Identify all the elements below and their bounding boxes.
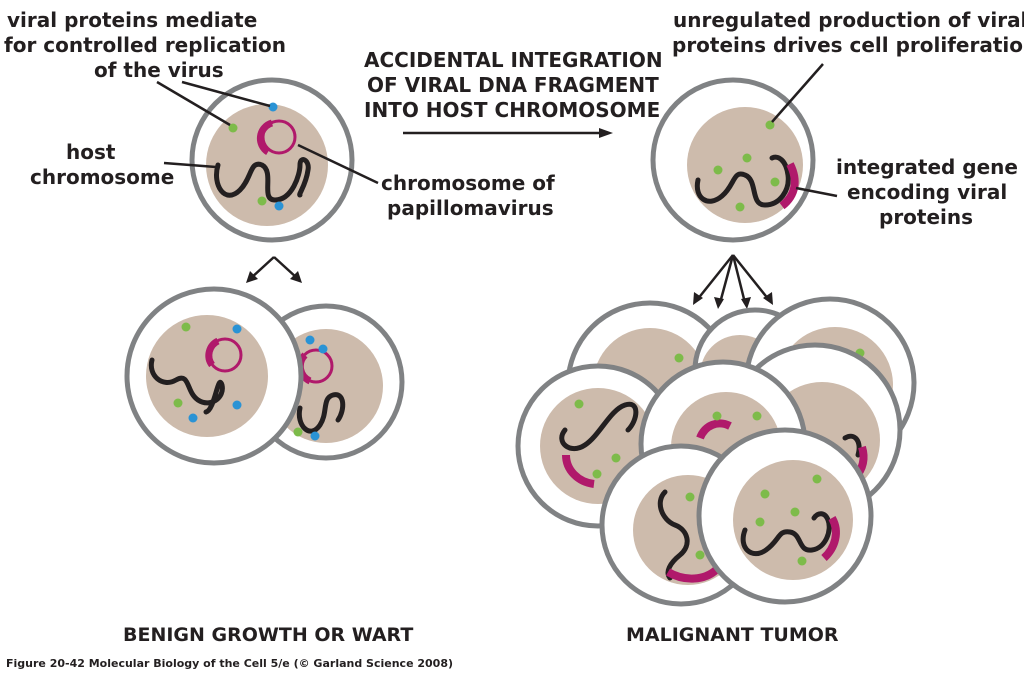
proliferation-arrow-4 bbox=[732, 254, 770, 301]
viral-protein-green bbox=[752, 411, 762, 421]
papilloma-chromosome-label-line2: papillomavirus bbox=[387, 196, 554, 220]
proliferation-arrow-3-head bbox=[741, 297, 751, 309]
tumor-chromosome bbox=[842, 433, 862, 458]
tumor-chromosome bbox=[559, 401, 639, 452]
viral-protein-green bbox=[713, 165, 723, 175]
viral-proteins-label-line2: for controlled replication bbox=[4, 33, 286, 57]
integration-label-line3: INTO HOST CHROMOSOME bbox=[364, 98, 660, 122]
viral-protein-green bbox=[755, 517, 765, 527]
proliferation-arrow-4-head bbox=[763, 292, 773, 305]
viral-protein-blue bbox=[274, 201, 284, 211]
leader-host-chromosome bbox=[163, 161, 217, 169]
integrated-viral-gene bbox=[562, 454, 595, 488]
viral-protein-green bbox=[735, 202, 745, 212]
viral-protein-blue bbox=[268, 102, 278, 112]
viral-protein-green bbox=[228, 123, 238, 133]
benign-growth-caption: BENIGN GROWTH OR WART bbox=[123, 624, 413, 646]
leader-papilloma-chromosome bbox=[297, 143, 379, 185]
tumor-chromosome bbox=[740, 511, 832, 557]
viral-protein-green bbox=[592, 469, 602, 479]
viral-protein-green bbox=[770, 177, 780, 187]
viral-protein-green bbox=[712, 411, 722, 421]
integrated-viral-gene bbox=[696, 419, 732, 440]
viral-protein-green bbox=[611, 453, 621, 463]
benign-division-arrows bbox=[246, 256, 302, 283]
benign-front-chromosome bbox=[148, 357, 225, 415]
viral-protein-green bbox=[674, 353, 684, 363]
division-arrow-left-head bbox=[246, 271, 258, 283]
viral-protein-green bbox=[293, 427, 303, 437]
viral-protein-green bbox=[812, 474, 822, 484]
proliferation-arrow-2 bbox=[718, 254, 735, 304]
proliferation-arrow-3 bbox=[731, 254, 747, 304]
malignant-proliferation-arrows bbox=[693, 254, 773, 309]
leader-viral-proteins-a bbox=[156, 80, 231, 127]
division-arrow-right-head bbox=[290, 271, 302, 283]
proliferation-arrow-2-head bbox=[714, 297, 724, 309]
division-arrow-left bbox=[250, 256, 275, 279]
infected-cell bbox=[189, 77, 355, 243]
division-arrow-right bbox=[273, 256, 298, 279]
tumor-chromosome bbox=[657, 489, 690, 581]
transformed-cell-nucleus bbox=[687, 107, 803, 223]
host-chromosome-strand bbox=[214, 157, 311, 203]
proliferation-arrow-1-head bbox=[693, 292, 703, 305]
viral-protein-green bbox=[173, 398, 183, 408]
integration-arrow-head bbox=[599, 128, 613, 138]
papilloma-chromosome-label-line1: chromosome of bbox=[381, 171, 555, 195]
viral-protein-blue bbox=[232, 400, 242, 410]
integrated-viral-gene bbox=[779, 162, 799, 210]
benign-back-chromosome bbox=[296, 392, 346, 434]
integrated-viral-gene bbox=[821, 516, 840, 561]
viral-protein-green bbox=[257, 196, 267, 206]
viral-protein-blue bbox=[305, 335, 315, 345]
viral-protein-green bbox=[765, 120, 775, 130]
host-chromosome-label-line1: host bbox=[66, 140, 116, 164]
integrated-gene-label-line1: integrated gene bbox=[836, 155, 1018, 179]
viral-protein-blue bbox=[310, 431, 320, 441]
integrated-viral-gene bbox=[665, 566, 719, 583]
viral-protein-green bbox=[685, 492, 695, 502]
malignant-tumor-caption: MALIGNANT TUMOR bbox=[626, 624, 839, 646]
viral-protein-green bbox=[760, 489, 770, 499]
viral-proteins-label-line1: viral proteins mediate bbox=[7, 8, 257, 32]
leader-integrated-gene bbox=[795, 186, 838, 198]
viral-protein-green bbox=[797, 556, 807, 566]
viral-protein-blue bbox=[318, 344, 328, 354]
papillomavirus-chromosome-segment bbox=[256, 119, 274, 155]
viral-proteins-label-line3: of the virus bbox=[94, 58, 224, 82]
integration-label-line2: OF VIRAL DNA FRAGMENT bbox=[367, 73, 659, 97]
transformed-host-chromosome bbox=[694, 154, 791, 208]
leader-unregulated bbox=[771, 63, 824, 123]
viral-protein-green bbox=[574, 399, 584, 409]
figure-caption: Figure 20-42 Molecular Biology of the Ce… bbox=[6, 657, 453, 670]
viral-protein-green bbox=[181, 322, 191, 332]
leader-viral-proteins-b bbox=[181, 80, 271, 108]
proliferation-arrow-1 bbox=[696, 254, 734, 301]
benign-front-viral-segment bbox=[205, 337, 220, 368]
tumor-cell-front-right bbox=[696, 427, 874, 605]
unregulated-label-line2: proteins drives cell proliferation bbox=[672, 33, 1024, 57]
integrated-gene-label-line3: proteins bbox=[879, 205, 973, 229]
viral-protein-green bbox=[790, 507, 800, 517]
viral-protein-blue bbox=[188, 413, 198, 423]
viral-protein-green bbox=[742, 153, 752, 163]
integrated-gene-label-line2: encoding viral bbox=[847, 180, 1007, 204]
viral-protein-green bbox=[695, 550, 705, 560]
host-chromosome-label-line2: chromosome bbox=[30, 165, 174, 189]
integration-label-line1: ACCIDENTAL INTEGRATION bbox=[364, 48, 663, 72]
viral-protein-blue bbox=[232, 324, 242, 334]
benign-cell-front bbox=[124, 286, 304, 466]
benign-cell-front-nucleus bbox=[146, 315, 268, 437]
unregulated-label-line1: unregulated production of viral bbox=[673, 8, 1024, 32]
